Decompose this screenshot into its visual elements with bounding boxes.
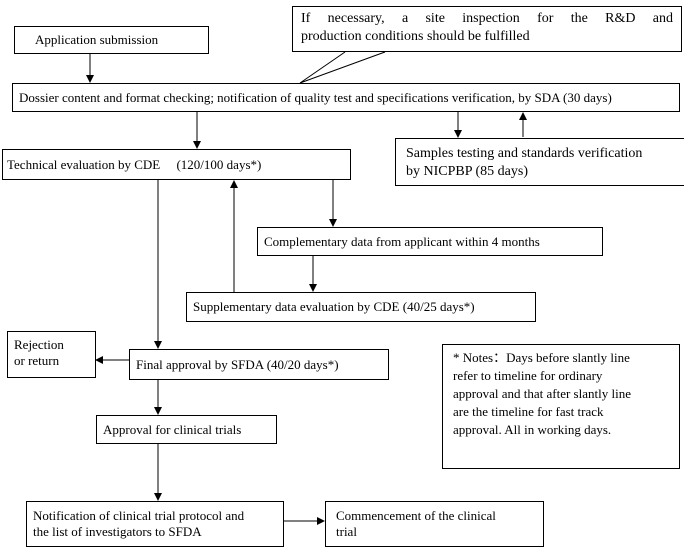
commencement-line-1: Commencement of the clinical	[336, 508, 496, 523]
notes-line-3: approval and that after slantly line	[453, 386, 631, 401]
rejection-box: Rejection or return	[7, 331, 96, 378]
supplementary-evaluation-label: Supplementary data evaluation by CDE (40…	[193, 299, 475, 314]
commencement-box: Commencement of the clinical trial	[325, 501, 544, 547]
complementary-data-box: Complementary data from applicant within…	[257, 227, 603, 256]
site-inspection-line-2: production conditions should be fulfille…	[301, 29, 530, 44]
supplementary-evaluation-box: Supplementary data evaluation by CDE (40…	[186, 292, 536, 322]
notification-box: Notification of clinical trial protocol …	[26, 501, 284, 547]
application-submission-label: Application submission	[35, 32, 159, 47]
final-approval-box: Final approval by SFDA (40/20 days*)	[129, 349, 389, 380]
notes-box: * Notes：Days before slantly line refer t…	[442, 344, 680, 469]
notes-line-4: are the timeline for fast track	[453, 404, 604, 419]
samples-testing-box: Samples testing and standards verificati…	[395, 138, 684, 186]
complementary-data-label: Complementary data from applicant within…	[264, 233, 540, 249]
technical-evaluation-label: Technical evaluation by CDE (120/100 day…	[7, 156, 262, 172]
site-inspection-note-box: If necessary, a site inspection for the …	[292, 6, 682, 52]
dossier-checking-label: Dossier content and format checking; not…	[19, 89, 612, 105]
notification-line-1: Notification of clinical trial protocol …	[33, 508, 245, 523]
site-inspection-line-1: If necessary, a site inspection for the …	[301, 11, 673, 26]
samples-testing-line-1: Samples testing and standards verificati…	[406, 146, 643, 161]
commencement-line-2: trial	[336, 524, 357, 539]
callout-pointer	[299, 51, 386, 84]
notes-line-1: * Notes：Days before slantly line	[453, 350, 630, 365]
dossier-checking-box: Dossier content and format checking; not…	[12, 83, 680, 112]
final-approval-label: Final approval by SFDA (40/20 days*)	[136, 356, 339, 372]
notification-line-2: the list of investigators to SFDA	[33, 524, 202, 539]
application-submission-box: Application submission	[14, 26, 209, 54]
samples-testing-line-2: by NICPBP (85 days)	[406, 164, 528, 179]
technical-evaluation-box: Technical evaluation by CDE (120/100 day…	[2, 149, 351, 180]
notes-line-2: refer to timeline for ordinary	[453, 368, 603, 383]
clinical-trials-approval-box: Approval for clinical trials	[96, 415, 277, 444]
rejection-line-1: Rejection	[14, 337, 64, 352]
rejection-line-2: or return	[14, 353, 60, 368]
clinical-trials-approval-label: Approval for clinical trials	[103, 421, 242, 437]
notes-line-5: approval. All in working days.	[453, 422, 612, 437]
